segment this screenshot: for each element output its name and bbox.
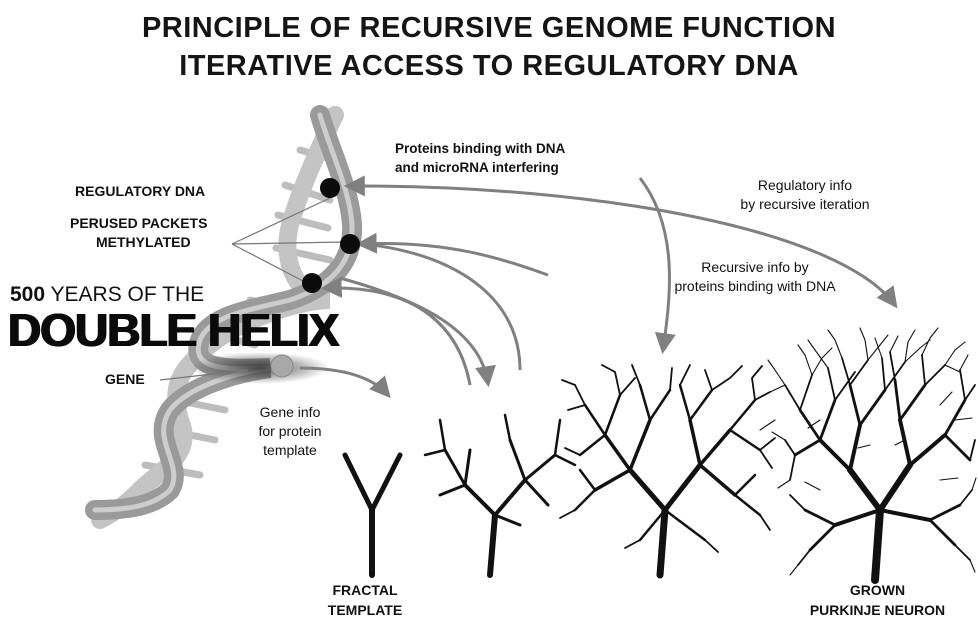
fractal-tree-3: [560, 365, 775, 575]
fractal-tree-1: [345, 455, 400, 575]
label-gene: GENE: [105, 370, 145, 389]
annotation-recursive-info-line-2: proteins binding with DNA: [640, 277, 870, 296]
label-regulatory-dna: REGULATORY DNA: [75, 182, 205, 201]
annotation-proteins-binding: Proteins binding with DNA and microRNA i…: [395, 139, 565, 177]
annotation-gene-info-line-2: for protein: [250, 422, 330, 441]
annotation-recursive-info-line-1: Recursive info by: [640, 258, 870, 277]
arrow-to-tree-3: [365, 244, 520, 370]
label-methylated: METHYLATED: [96, 233, 191, 252]
caption-fractal-template: FRACTAL TEMPLATE: [300, 580, 430, 620]
logo-double-helix: DOUBLE HELIX: [8, 303, 338, 357]
purkinje-neuron: [758, 328, 976, 580]
regulatory-marker-1: [320, 178, 340, 198]
annotation-regulatory-info-line-1: Regulatory info: [715, 176, 895, 195]
annotation-gene-info: Gene info for protein template: [250, 403, 330, 460]
annotation-gene-info-line-3: template: [250, 441, 330, 460]
annotation-regulatory-info-line-2: by recursive iteration: [715, 195, 895, 214]
caption-grown-purkinje-neuron: GROWN PURKINJE NEURON: [790, 580, 965, 620]
annotation-proteins-binding-line-2: and microRNA interfering: [395, 158, 565, 177]
annotation-regulatory-info: Regulatory info by recursive iteration: [715, 176, 895, 214]
regulatory-marker-2: [340, 234, 360, 254]
label-perused-packets: PERUSED PACKETS: [70, 214, 207, 233]
caption-fractal-line-2: TEMPLATE: [300, 600, 430, 620]
annotation-proteins-binding-line-1: Proteins binding with DNA: [395, 139, 565, 158]
fractal-tree-2: [425, 415, 575, 575]
caption-grown-line-2: PURKINJE NEURON: [790, 600, 965, 620]
gene-marker: [271, 355, 293, 377]
caption-fractal-line-1: FRACTAL: [300, 580, 430, 600]
annotation-recursive-info: Recursive info by proteins binding with …: [640, 258, 870, 296]
regulatory-marker-3: [302, 273, 322, 293]
caption-grown-line-1: GROWN: [790, 580, 965, 600]
arrow-dna-to-tree-2: [325, 288, 470, 385]
annotation-gene-info-line-1: Gene info: [250, 403, 330, 422]
